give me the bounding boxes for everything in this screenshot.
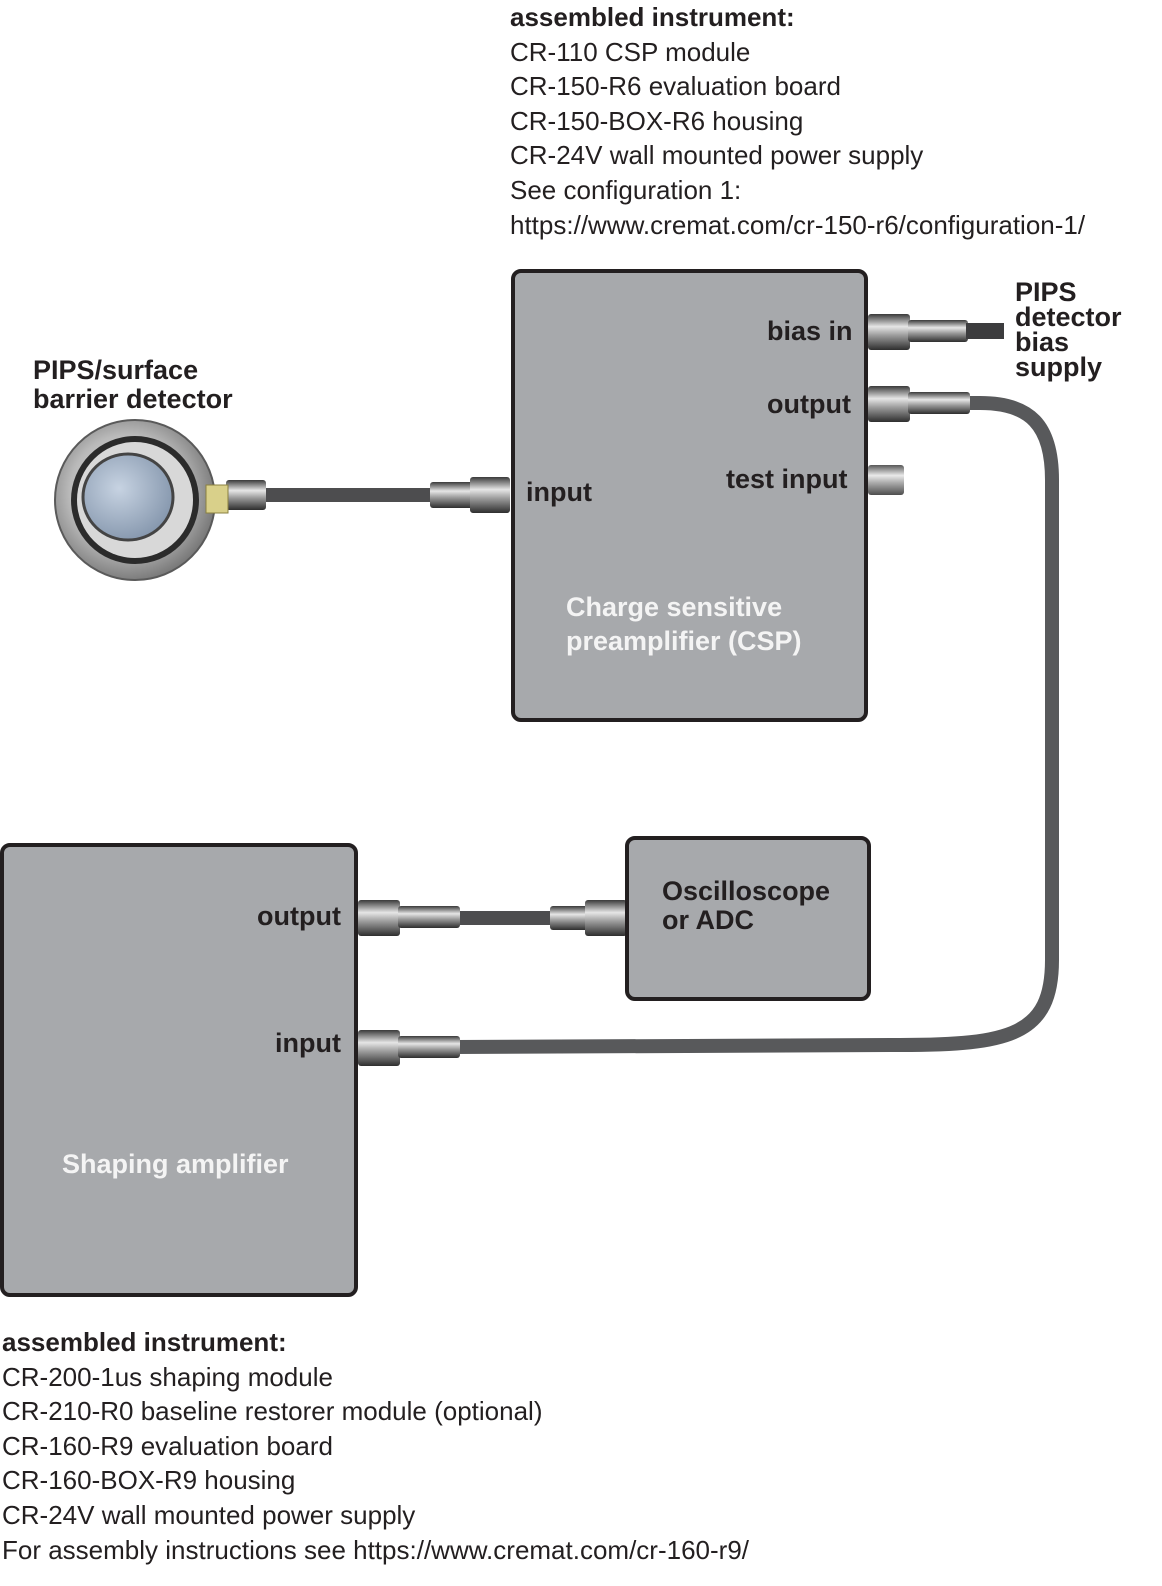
csp-title-line: preamplifier (CSP) [566,626,802,656]
pips-detector-icon [54,419,229,581]
csp-input-label: input [526,477,592,507]
shaper-to-scope-cable [358,900,627,936]
bias-supply-line: supply [1015,352,1103,382]
scope-title-line: Oscilloscope [662,876,831,906]
shaper-instrument-item: CR-24V wall mounted power supply [2,1499,416,1530]
bias-supply-label: PIPS detector bias supply [1015,277,1122,382]
shaper-box: Shaping amplifier [0,843,358,1297]
csp-to-shaper-cable [358,386,1059,1066]
shaper-instrument-heading: assembled instrument: [2,1327,287,1357]
csp-instrument-item: CR-110 CSP module [510,36,751,67]
csp-instrument-item: CR-24V wall mounted power supply [510,140,924,171]
scope-title: Oscilloscope or ADC [662,877,830,935]
test-input-connector [868,465,904,495]
shaper-instrument-note: assembled instrument: CR-200-1us shaping… [2,1325,749,1567]
shaper-instrument-item: CR-210-R0 baseline restorer module (opti… [2,1396,543,1427]
shaper-instrument-item: CR-160-R9 evaluation board [2,1430,333,1461]
detector-cable [226,477,510,513]
detector-label: PIPS/surface barrier detector [33,356,233,414]
detector-label-line: PIPS/surface [33,355,199,385]
shaper-title: Shaping amplifier [62,1149,289,1179]
bias-cable [868,314,1004,350]
csp-instrument-heading: assembled instrument: [510,2,795,32]
shaper-instrument-item: CR-200-1us shaping module [2,1361,333,1392]
scope-title-line: or ADC [662,905,754,935]
shaper-instrument-link[interactable]: For assembly instructions see https://ww… [2,1534,750,1565]
csp-bias-in-label: bias in [767,316,853,346]
csp-instrument-link[interactable]: https://www.cremat.com/cr-150-r6/configu… [510,209,1086,240]
csp-output-label: output [767,389,851,419]
bias-supply-line: PIPS [1015,277,1077,307]
scope-box: Oscilloscope or ADC [625,836,871,1001]
shaper-input-label: input [275,1028,341,1058]
csp-box-title: Charge sensitive preamplifier (CSP) [566,590,802,658]
bias-supply-line: detector [1015,302,1122,332]
csp-instrument-note: assembled instrument: CR-110 CSP module … [510,0,1085,242]
csp-title-line: Charge sensitive [566,592,783,622]
shaper-output-label: output [257,901,341,931]
shaper-instrument-item: CR-160-BOX-R9 housing [2,1465,296,1496]
csp-instrument-item: CR-150-BOX-R6 housing [510,105,804,136]
csp-test-input-label: test input [726,464,848,494]
csp-instrument-item: See configuration 1: [510,174,742,205]
csp-box: Charge sensitive preamplifier (CSP) [511,269,868,722]
bias-supply-line: bias [1015,327,1070,357]
csp-instrument-item: CR-150-R6 evaluation board [510,71,841,102]
detector-label-line: barrier detector [33,384,233,414]
